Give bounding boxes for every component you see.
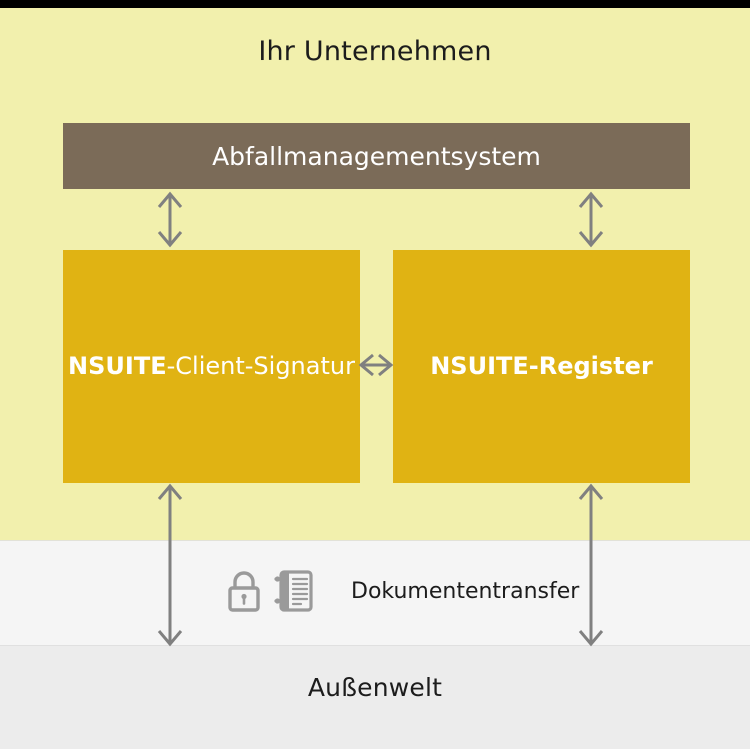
top-rule xyxy=(0,0,750,8)
document-icon xyxy=(274,570,313,612)
nsuite-brand-register: NSUITE xyxy=(430,352,529,381)
waste-management-system-box: Abfallmanagementsystem xyxy=(63,123,690,189)
document-transfer-zone xyxy=(0,540,750,645)
waste-management-system-label: Abfallmanagementsystem xyxy=(212,141,541,171)
nsuite-client-signature-box: NSUITE-Client-Signatur xyxy=(63,250,360,483)
nsuite-register-label: NSUITE-Register xyxy=(430,351,653,382)
nsuite-brand-client: NSUITE xyxy=(68,352,167,381)
document-transfer-row: Dokumententransfer xyxy=(225,563,579,619)
company-zone-title: Ihr Unternehmen xyxy=(258,36,492,67)
lock-icon xyxy=(228,571,260,612)
outside-world-title: Außenwelt xyxy=(307,673,443,702)
nsuite-client-signature-label: NSUITE-Client-Signatur xyxy=(68,351,355,382)
outside-world-zone xyxy=(0,645,750,749)
nsuite-register-box: NSUITE-Register xyxy=(393,250,690,483)
document-transfer-label: Dokumententransfer xyxy=(351,578,580,604)
nsuite-suffix-register: -Register xyxy=(528,352,653,381)
nsuite-suffix-client: -Client-Signatur xyxy=(166,352,355,381)
